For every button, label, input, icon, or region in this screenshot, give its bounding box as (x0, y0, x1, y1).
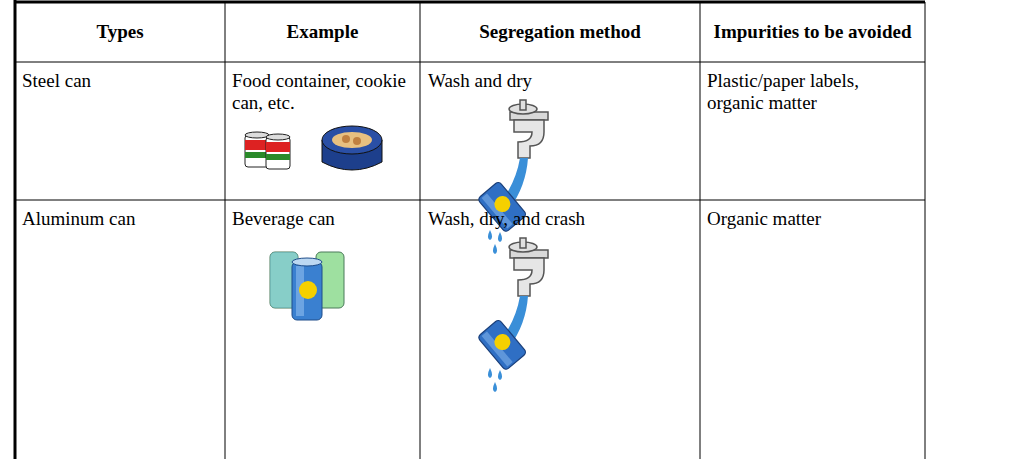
table-cell: Wash and dry (428, 70, 693, 92)
table-cell: Organic matter (707, 208, 919, 230)
table-cell: Plastic/paper labels, organic matter (707, 70, 919, 114)
header-cell: Impurities to be avoided (700, 21, 925, 43)
table-grid (15, 0, 925, 459)
table-cell: Wash, dry, and crash (428, 208, 693, 230)
header-cell: Example (225, 21, 420, 43)
table-cell: Steel can (22, 70, 217, 92)
wash-icon (477, 100, 548, 254)
table-cell: Food container, cookie can, etc. (232, 70, 412, 114)
cookie-tin-icon (322, 126, 382, 170)
food-can-icon (245, 132, 290, 169)
header-cell: Segregation method (420, 21, 700, 43)
wash-icon (477, 238, 548, 392)
header-cell: Types (15, 21, 225, 43)
beverage-can-icon (270, 252, 344, 320)
table-cell: Beverage can (232, 208, 412, 230)
table-cell: Aluminum can (22, 208, 142, 230)
